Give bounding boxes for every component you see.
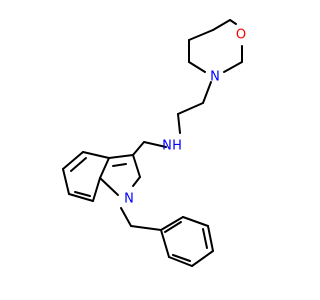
bond [70,157,87,172]
bond [207,225,214,252]
bond [212,19,231,31]
bond [99,157,110,179]
bond [188,61,206,73]
atom-labels: O N N H N [124,28,246,207]
bond [92,177,101,202]
bond [74,191,91,197]
indole-nitrogen-label: N [124,192,134,207]
bond [132,141,145,156]
amine-nitrogen-label: N [162,139,172,154]
bond [188,29,214,41]
bond [229,19,237,25]
bond [68,193,94,202]
bonds [62,19,243,267]
bond [130,225,162,231]
morpholine-nitrogen-label: N [210,70,220,85]
molecule-structure: O N N H N [0,0,300,300]
bond [132,154,141,178]
bond [82,151,110,159]
bond [182,216,209,227]
bond [177,113,181,134]
bond [120,207,132,227]
bond [160,229,170,258]
bond [108,154,134,159]
bond [112,163,127,167]
bond [99,177,119,196]
oxygen-atom-label: O [236,28,246,43]
bond [168,256,193,267]
bond [172,254,191,262]
bond [62,151,84,170]
bond [132,176,141,187]
bond [160,216,184,231]
bond [191,250,214,267]
bond [62,168,70,195]
bond [202,81,212,104]
bond [223,61,243,73]
bond [202,228,208,249]
bond [143,141,167,148]
bond [164,221,182,233]
background [0,0,300,300]
amine-hydrogen-label: H [172,139,182,154]
bond [177,102,204,115]
